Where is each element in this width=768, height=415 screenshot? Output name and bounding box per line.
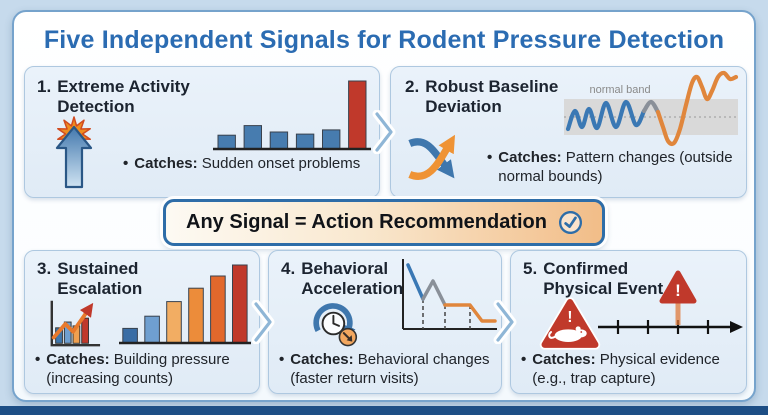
extreme-activity-chart — [213, 80, 371, 151]
banner-text: Any Signal = Action Recommendation — [186, 211, 547, 233]
burst-arrow-up-icon — [55, 116, 93, 189]
catches-text: Pattern changes (outside normal bounds) — [498, 149, 733, 185]
bullet-dot: • — [279, 351, 285, 368]
bullet-dot: • — [487, 149, 493, 166]
catches-bullet: • Catches: Physical evidence (e.g., trap… — [521, 351, 745, 388]
catches-bullet: • Catches: Behavioral changes (faster re… — [279, 351, 499, 388]
catches-label: Catches: — [532, 351, 596, 368]
main-card: Five Independent Signals for Rodent Pres… — [12, 10, 756, 402]
panel-baseline-deviation: 2. Robust Baseline Deviation normal band… — [390, 66, 747, 198]
panel-heading-text: Robust Baseline Deviation — [425, 77, 559, 117]
check-circle-icon — [558, 210, 583, 235]
catches-label: Catches: — [134, 155, 198, 172]
warning-rat-icon: ! — [539, 297, 601, 350]
svg-text:normal band: normal band — [589, 84, 650, 96]
panel-heading: 4. Behavioral Acceleration — [281, 259, 433, 299]
panel-heading-text: Sustained Escalation — [57, 259, 143, 299]
catches-bullet: • Catches: Sudden onset problems — [123, 155, 375, 174]
panel-number: 1. — [37, 77, 52, 96]
exclamation-glyph: ! — [567, 309, 572, 326]
baseline-deviation-chart: normal band — [564, 70, 739, 147]
catches-label: Catches: — [290, 351, 354, 368]
flow-arrow-icon — [372, 110, 396, 154]
panel-heading: 3. Sustained Escalation — [37, 259, 169, 299]
panel-number: 5. — [523, 259, 538, 278]
panel-number: 3. — [37, 259, 52, 278]
catches-text: Physical evidence (e.g., trap capture) — [532, 351, 720, 387]
panel-heading: 2. Robust Baseline Deviation — [405, 77, 585, 117]
catches-bullet: • Catches: Building pressure (increasing… — [35, 351, 255, 388]
crossing-arrows-icon — [408, 134, 456, 180]
panel-behavioral-acceleration: 4. Behavioral Acceleration • Catch — [268, 250, 502, 394]
panel-heading-text: Confirmed Physical Event — [543, 259, 664, 299]
panel-heading: 1. Extreme Activity Detection — [37, 77, 207, 117]
bullet-dot: • — [123, 155, 129, 172]
confirmed-physical-chart: ! — [598, 270, 743, 334]
bullet-dot: • — [521, 351, 527, 368]
clock-cycle-icon — [313, 303, 358, 347]
panel-sustained-escalation: 3. Sustained Escalation • Catches: — [24, 250, 260, 394]
catches-bullet: • Catches: Pattern changes (outside norm… — [487, 149, 743, 186]
bottom-bar — [0, 406, 768, 415]
behavioral-acceleration-chart — [402, 259, 497, 330]
svg-text:!: ! — [675, 281, 681, 300]
panel-extreme-activity: 1. Extreme Activity Detection • Catches:… — [24, 66, 380, 198]
catches-text: Building pressure (increasing counts) — [46, 351, 230, 387]
flow-arrow-icon — [251, 300, 275, 344]
catches-text: Sudden onset problems — [201, 155, 361, 172]
catches-label: Catches: — [46, 351, 110, 368]
page-title: Five Independent Signals for Rodent Pres… — [43, 26, 725, 54]
flow-arrow-icon — [493, 300, 517, 344]
catches-text: Behavioral changes (faster return visits… — [290, 351, 490, 387]
action-banner: Any Signal = Action Recommendation — [163, 199, 605, 246]
panel-number: 2. — [405, 77, 420, 96]
panel-heading-text: Behavioral Acceleration — [301, 259, 404, 299]
sustained-escalation-chart — [119, 264, 251, 345]
bullet-dot: • — [35, 351, 41, 368]
panel-heading: 5. Confirmed Physical Event — [523, 259, 685, 299]
catches-label: Catches: — [498, 149, 562, 166]
panel-number: 4. — [281, 259, 296, 278]
panel-heading-text: Extreme Activity Detection — [57, 77, 190, 117]
rising-chart-icon — [50, 300, 101, 347]
panel-confirmed-physical-event: 5. Confirmed Physical Event ! ! • Catche… — [510, 250, 747, 394]
